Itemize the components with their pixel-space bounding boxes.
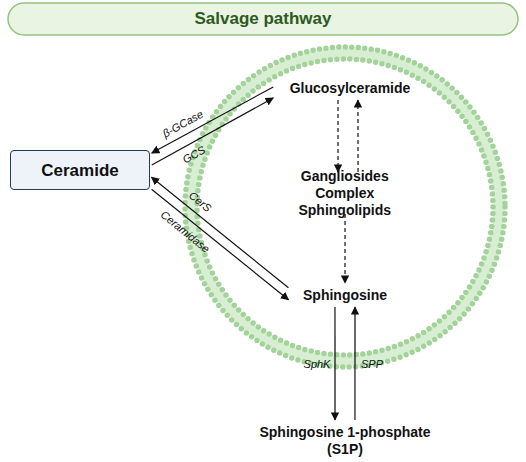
ceramide-title: Ceramide bbox=[41, 162, 118, 179]
reaction-arrow bbox=[152, 87, 273, 153]
membrane-ring bbox=[185, 47, 505, 367]
metabolite-label: Glucosylceramide bbox=[275, 78, 425, 98]
reaction-arrow bbox=[152, 189, 289, 299]
enzyme-label: GCS bbox=[180, 143, 207, 166]
reaction-arrow bbox=[354, 307, 355, 420]
dashed-arrow bbox=[337, 100, 338, 172]
metabolite-name: Gangliosides Complex Sphingolipids bbox=[270, 168, 420, 219]
enzyme-label: β-GCase bbox=[161, 108, 206, 141]
metabolite-label: Gangliosides Complex Sphingolipids bbox=[270, 174, 420, 212]
reaction-arrow bbox=[334, 307, 335, 420]
dashed-arrow bbox=[344, 214, 345, 283]
reaction-arrow bbox=[152, 98, 273, 165]
membrane-core bbox=[191, 53, 499, 361]
title-holder: Salvage pathway bbox=[8, 3, 518, 35]
enzyme-label: SPP bbox=[361, 357, 383, 370]
dashed-arrow bbox=[357, 100, 358, 172]
metabolite-name: Sphingosine bbox=[303, 287, 387, 304]
membrane-inner-heads bbox=[197, 59, 493, 355]
diagram-title: Salvage pathway bbox=[194, 9, 331, 29]
enzyme-label: SphK bbox=[304, 357, 331, 370]
metabolite-name: Sphingosine 1-phosphate (S1P) bbox=[253, 424, 438, 458]
metabolite-name: Glucosylceramide bbox=[290, 80, 411, 97]
metabolite-label: Sphingosine bbox=[290, 285, 400, 305]
metabolite-label: Sphingosine 1-phosphate (S1P) bbox=[253, 422, 438, 460]
title-banner bbox=[8, 3, 518, 35]
reaction-arrow bbox=[152, 177, 289, 287]
ceramide-box: Ceramide bbox=[10, 150, 150, 190]
membrane-outer-heads bbox=[185, 47, 505, 367]
